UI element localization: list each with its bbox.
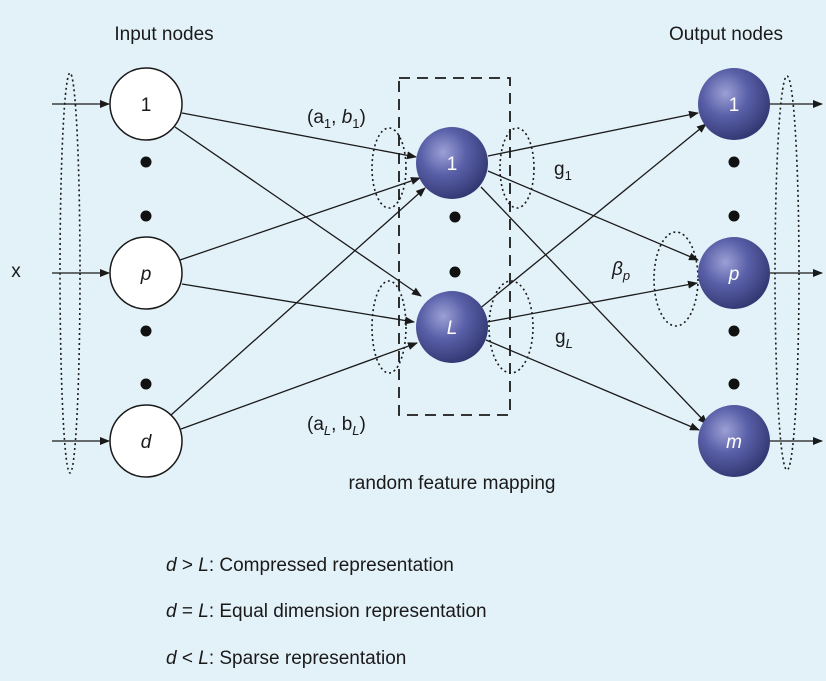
input-node-p-label: p [140,264,152,285]
input-node-1: 1 [109,67,183,141]
output-node-m: m [698,405,770,477]
input-arrows [52,100,110,445]
hidden-output-edges [477,110,708,431]
edge-in1-hL [174,126,422,297]
beta-p-label: βp [611,259,630,283]
feature-mapping-box [398,77,511,416]
hidden-node-L-label: L [447,318,458,339]
legend-line-2: d = L: Equal dimension representation [166,601,487,622]
edge-inp-h1 [179,177,421,261]
hL-input-ellipse [371,280,407,374]
top-params-label: (a1, b1) [307,107,366,131]
bottom-params-label: (aL, bL) [307,414,366,438]
output-arrows [770,100,823,445]
input-node-1-label: 1 [141,95,152,116]
hidden-connection-ellipses [371,127,699,374]
output-node-1-label: 1 [729,95,740,116]
hidden-node-L: L [416,291,488,363]
hidden-node-1-label: 1 [447,154,458,175]
edge-h1-out1 [487,110,699,157]
input-node-d-label: d [141,432,153,453]
beta-ellipse [653,231,699,327]
edge-hL-outm [485,339,700,431]
output-nodes-header: Output nodes [669,24,783,45]
output-node-p-label: p [728,264,740,285]
output-node-m-label: m [726,432,742,453]
hidden-ellipsis-dots [449,211,461,278]
h1-input-ellipse [371,127,407,209]
hL-output-ellipse [488,280,534,374]
edge-inp-hL [181,283,415,325]
output-node-1: 1 [698,68,770,140]
output-node-p: p [698,237,770,309]
edge-h1-outm [480,186,708,425]
input-node-p: p [109,236,183,310]
legend-line-3: d < L: Sparse representation [166,648,407,669]
h1-output-ellipse [499,127,535,209]
input-nodes-header: Input nodes [114,24,213,45]
edge-in1-h1 [181,112,417,160]
input-node-d: d [109,404,183,478]
g1-label: g1 [554,159,572,183]
mapping-label: random feature mapping [348,473,555,494]
gL-label: gL [555,327,573,351]
edge-ind-h1 [170,187,426,416]
input-hidden-edges [170,112,426,430]
input-x-label: x [11,261,21,282]
hidden-node-1: 1 [416,127,488,199]
edge-ind-hL [180,342,418,430]
legend-line-1: d > L: Compressed representation [166,555,454,576]
input-ellipsis-dots [140,156,152,390]
edge-hL-outp [486,280,698,323]
edge-hL-out1 [477,123,707,311]
output-ellipsis-dots [728,156,740,390]
